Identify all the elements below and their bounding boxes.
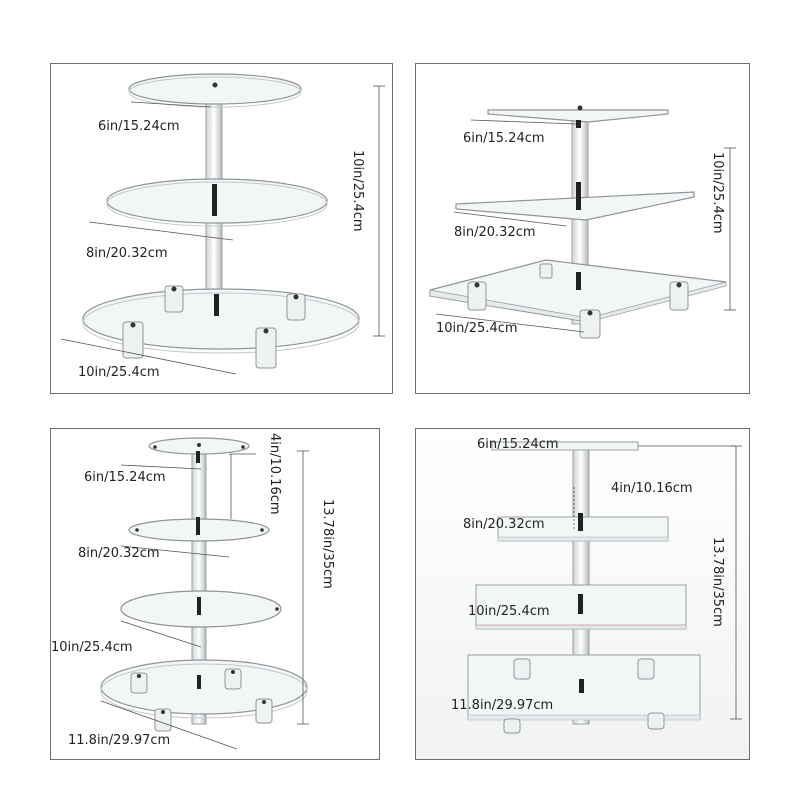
bottom-tier-size-label: 10in/25.4cm xyxy=(436,321,518,336)
panel-3-tier-square-stand: 6in/15.24cm 8in/20.32cm 10in/25.4cm 10in… xyxy=(415,63,750,394)
height-label: 10in/25.4cm xyxy=(350,150,365,232)
height-label: 13.78in/35cm xyxy=(710,537,725,627)
panel-4-tier-round-stand: 6in/15.24cm 4in/10.16cm 8in/20.32cm 10in… xyxy=(50,428,380,760)
second-tier-size-label: 8in/20.32cm xyxy=(463,517,545,532)
top-tier-size-label: 6in/15.24cm xyxy=(98,119,180,134)
middle-tier-size-label: 8in/20.32cm xyxy=(86,246,168,261)
bottom-tier-size-label: 10in/25.4cm xyxy=(78,365,160,380)
height-label: 13.78in/35cm xyxy=(320,499,335,589)
second-tier-size-label: 8in/20.32cm xyxy=(78,546,160,561)
round-3-tier-stand-illustration xyxy=(60,73,385,375)
panel-3-tier-round-stand: 6in/15.24cm 8in/20.32cm 10in/25.4cm 10in… xyxy=(50,63,393,394)
third-tier-size-label: 10in/25.4cm xyxy=(468,604,550,619)
top-tier-size-label: 6in/15.24cm xyxy=(463,131,545,146)
bottom-tier-size-label: 11.8in/29.97cm xyxy=(68,733,171,748)
tier-gap-label: 4in/10.16cm xyxy=(611,481,693,496)
bottom-tier-size-label: 11.8in/29.97cm xyxy=(451,698,554,713)
top-tier-size-label: 6in/15.24cm xyxy=(477,437,559,452)
height-label: 10in/25.4cm xyxy=(710,152,725,234)
panel-4-tier-square-stand: 6in/15.24cm 4in/10.16cm 8in/20.32cm 10in… xyxy=(415,428,750,760)
round-4-tier-stand-illustration xyxy=(100,437,309,750)
tier-gap-label: 4in/10.16cm xyxy=(267,433,282,515)
top-tier-size-label: 6in/15.24cm xyxy=(84,470,166,485)
square-4-tier-stand-illustration xyxy=(416,429,749,759)
third-tier-size-label: 10in/25.4cm xyxy=(51,640,133,655)
square-3-tier-stand-illustration xyxy=(429,105,736,339)
middle-tier-size-label: 8in/20.32cm xyxy=(454,225,536,240)
